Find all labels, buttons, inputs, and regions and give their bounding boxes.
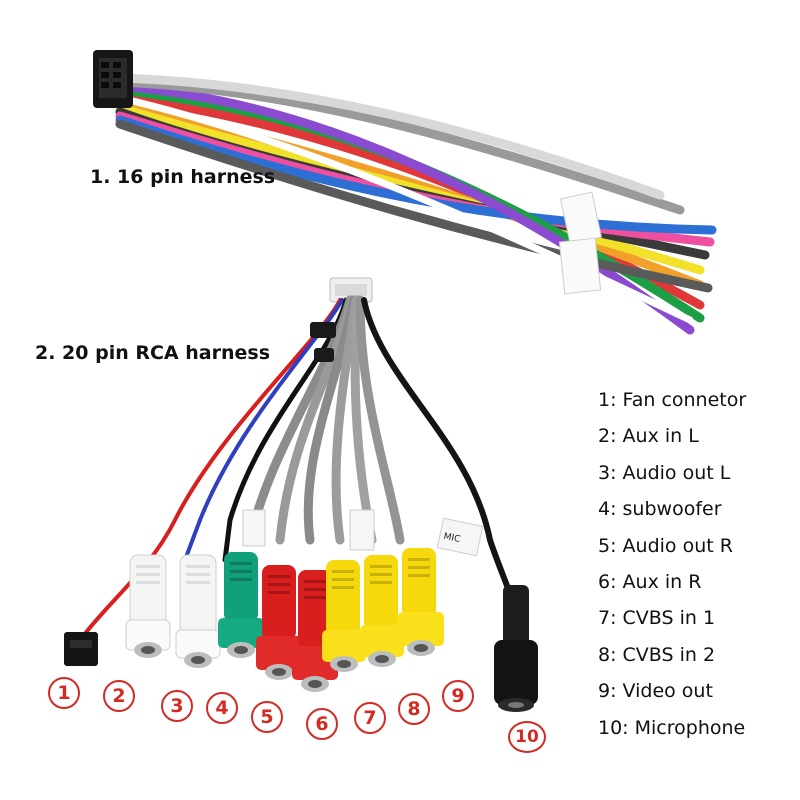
legend-list: 1: Fan connetor 2: Aux in L 3: Audio out… <box>598 386 746 750</box>
rca-plug-subwoofer <box>218 552 264 658</box>
harness-16-pin <box>93 50 717 335</box>
legend-item: 10: Microphone <box>598 716 746 739</box>
mic-jack <box>494 585 538 712</box>
rca-plug-cvbs-in-2 <box>360 555 404 667</box>
rca-plug-video-out <box>398 548 444 656</box>
marker-3: 3 <box>161 690 193 722</box>
legend-item: 3: Audio out L <box>598 461 731 484</box>
legend-item: 9: Video out <box>598 680 713 703</box>
marker-6: 6 <box>306 708 338 740</box>
legend-item: 1: Fan connetor <box>598 389 747 411</box>
marker-8: 8 <box>398 693 430 725</box>
rca-plug-audio-out-l <box>175 554 221 668</box>
marker-4: 4 <box>206 692 238 724</box>
marker-9: 9 <box>442 680 474 712</box>
legend-item: 8: CVBS in 2 <box>598 643 716 666</box>
marker-10: 10 <box>508 721 546 753</box>
rca-plug-cvbs-in-1 <box>322 560 366 672</box>
legend-item: 7: CVBS in 1 <box>598 607 716 630</box>
marker-2: 2 <box>103 680 135 712</box>
marker-7: 7 <box>354 702 386 734</box>
harness-16-label: 1. 16 pin harness <box>90 166 276 188</box>
marker-1: 1 <box>48 677 80 709</box>
legend-item: 2: Aux in L <box>598 425 699 448</box>
rca-plug-aux-in-l <box>125 554 171 658</box>
marker-5: 5 <box>251 701 283 733</box>
legend-item: 5: Audio out R <box>598 534 733 557</box>
harness-20-label: 2. 20 pin RCA harness <box>35 342 271 364</box>
rca-plug-audio-out-r <box>256 565 302 680</box>
legend-item: 6: Aux in R <box>598 570 702 593</box>
tag-mic: MIC <box>443 532 461 545</box>
legend-item: 4: subwoofer <box>598 498 722 521</box>
harness-20-pin-rca: MIC <box>64 277 538 712</box>
